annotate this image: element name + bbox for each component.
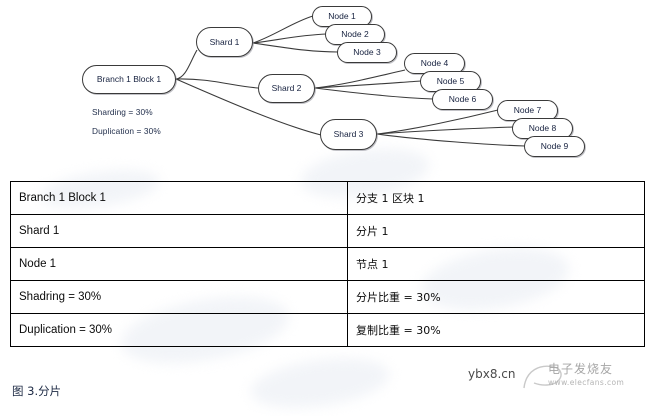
watermark-site: ybx8.cn <box>468 367 516 381</box>
table-row: Duplication = 30% 复制比重 = 30% <box>10 313 645 347</box>
table-body: Branch 1 Block 1 分支 1 区块 1 Shard 1 分片 1 … <box>10 181 645 347</box>
node-label: Node 4 <box>420 58 449 69</box>
node-label: Node 9 <box>540 141 569 152</box>
table-row: Branch 1 Block 1 分支 1 区块 1 <box>10 181 645 215</box>
node-label: Branch 1 Block 1 <box>96 74 162 85</box>
edge-shard3-node9 <box>376 133 526 147</box>
table-cell-chinese: 分片比重 = 30% <box>347 280 645 314</box>
table-row: Shadring = 30% 分片比重 = 30% <box>10 280 645 314</box>
diagram-node-branch-1-block-1[interactable]: Branch 1 Block 1 <box>82 65 176 94</box>
diagram-node-node-7[interactable]: Node 7 <box>497 100 558 121</box>
node-label: Node 5 <box>436 76 465 87</box>
edge-shard2-node5 <box>314 80 422 89</box>
table-row: Node 1 节点 1 <box>10 247 645 281</box>
diagram-node-shard-1[interactable]: Shard 1 <box>196 27 253 57</box>
diagram-node-shard-3[interactable]: Shard 3 <box>320 119 377 150</box>
edge-shard3-node7 <box>376 109 499 135</box>
watermark-brand: 电子发烧友 www.elecfans.com <box>548 360 624 387</box>
edge-root-shard3 <box>175 78 322 136</box>
node-label: Node 8 <box>528 123 557 134</box>
sharding-diagram: Branch 1 Block 1 Sharding = 30% Duplicat… <box>0 0 653 172</box>
table-cell-english: Duplication = 30% <box>10 313 348 347</box>
table-cell-english: Shard 1 <box>10 214 348 248</box>
table-cell-english: Node 1 <box>10 247 348 281</box>
node-label: Node 2 <box>341 29 369 40</box>
edge-shard3-node8 <box>376 126 514 135</box>
diagram-node-node-3[interactable]: Node 3 <box>337 42 397 63</box>
node-label: Node 7 <box>513 105 542 116</box>
edge-shard1-node2 <box>252 33 327 44</box>
diagram-edges <box>175 15 526 147</box>
diagram-node-shard-2[interactable]: Shard 2 <box>258 74 315 103</box>
table-cell-chinese: 分片 1 <box>347 214 645 248</box>
table-cell-chinese: 复制比重 = 30% <box>347 313 645 347</box>
background-watermark-blob <box>247 350 393 416</box>
diagram-node-node-9[interactable]: Node 9 <box>524 136 585 157</box>
table-cell-chinese: 节点 1 <box>347 247 645 281</box>
node-label: Node 1 <box>328 11 356 22</box>
node-label: Shard 1 <box>209 36 240 47</box>
edge-shard1-node3 <box>252 42 339 53</box>
table-cell-english: Shadring = 30% <box>10 280 348 314</box>
terminology-table: Branch 1 Block 1 分支 1 区块 1 Shard 1 分片 1 … <box>10 181 645 347</box>
watermark-brand-url: www.elecfans.com <box>548 378 625 387</box>
watermark-brand-name: 电子发烧友 <box>548 362 614 376</box>
node-label: Shard 2 <box>271 83 302 94</box>
edge-shard2-node6 <box>314 87 434 100</box>
table-row: Shard 1 分片 1 <box>10 214 645 248</box>
table-cell-english: Branch 1 Block 1 <box>10 181 348 215</box>
edge-root-shard2 <box>175 78 259 89</box>
diagram-node-node-6[interactable]: Node 6 <box>432 89 493 110</box>
edge-shard2-node4 <box>314 69 406 89</box>
node-label: Node 6 <box>448 94 477 105</box>
node-label: Node 3 <box>353 47 381 58</box>
table-cell-chinese: 分支 1 区块 1 <box>347 181 645 215</box>
figure-caption: 图 3.分片 <box>12 384 62 398</box>
legend-sharding: Sharding = 30% <box>92 107 153 117</box>
edge-root-shard1 <box>175 49 198 80</box>
edge-shard1-node1 <box>252 15 314 44</box>
legend-duplication: Duplication = 30% <box>92 126 161 136</box>
node-label: Shard 3 <box>333 129 364 140</box>
